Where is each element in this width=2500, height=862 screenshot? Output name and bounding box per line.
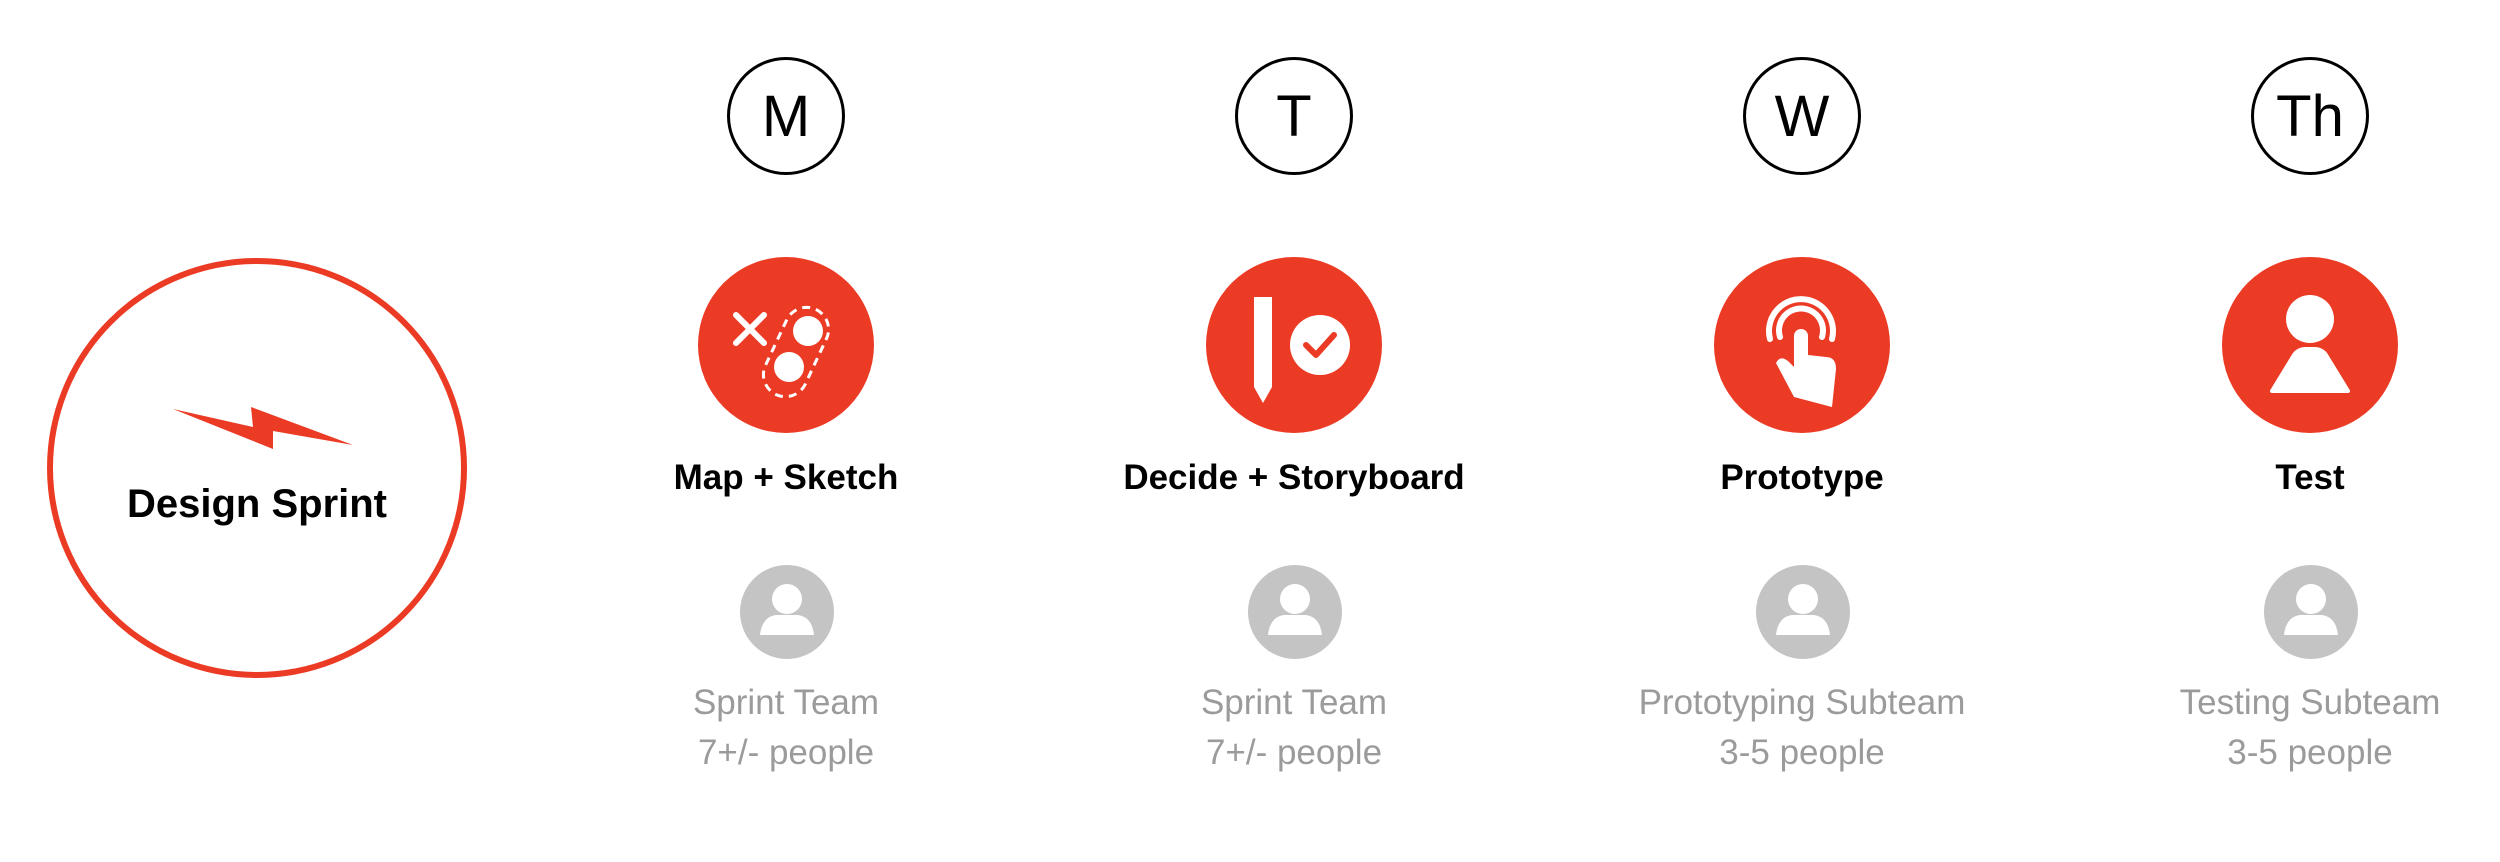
team-avatar-icon (740, 565, 834, 659)
design-sprint-circle: Design Sprint (47, 258, 467, 678)
decide-check-icon (1206, 257, 1382, 433)
team-name: Prototyping Subteam (1638, 683, 1966, 722)
day-letter-circle: W (1743, 57, 1861, 175)
team-avatar-icon (1756, 565, 1850, 659)
day-column-thursday: Th Test Testing Subteam 3-5 people (2110, 0, 2500, 862)
activity-label: Map + Sketch (673, 458, 899, 497)
map-sketch-icon (698, 257, 874, 433)
user-person-icon (2222, 257, 2398, 433)
day-column-wednesday: W Prototype Prototyping Subteam 3-5 peop… (1602, 0, 2002, 862)
team-size: 3-5 people (1719, 733, 1885, 772)
day-column-tuesday: T Decide + Storyboard Sprint Team 7+/- p… (1094, 0, 1494, 862)
activity-label: Test (2275, 458, 2345, 497)
touch-tap-icon (1714, 257, 1890, 433)
day-letter-circle: T (1235, 57, 1353, 175)
team-avatar-icon (2264, 565, 2358, 659)
team-name: Sprint Team (1200, 683, 1388, 722)
team-size: 7+/- people (1205, 733, 1383, 772)
team-size: 7+/- people (697, 733, 875, 772)
team-name: Sprint Team (692, 683, 880, 722)
team-avatar-icon (1248, 565, 1342, 659)
day-letter-circle: M (727, 57, 845, 175)
team-name: Testing Subteam (2179, 683, 2441, 722)
lightning-bolt-icon (173, 407, 353, 449)
activity-label: Prototype (1720, 458, 1884, 497)
day-letter-circle: Th (2251, 57, 2369, 175)
activity-label: Decide + Storyboard (1123, 458, 1465, 497)
day-column-monday: M Map + Sketch Sprint Team 7+/- people (586, 0, 986, 862)
design-sprint-title: Design Sprint (126, 482, 388, 526)
team-size: 3-5 people (2227, 733, 2393, 772)
